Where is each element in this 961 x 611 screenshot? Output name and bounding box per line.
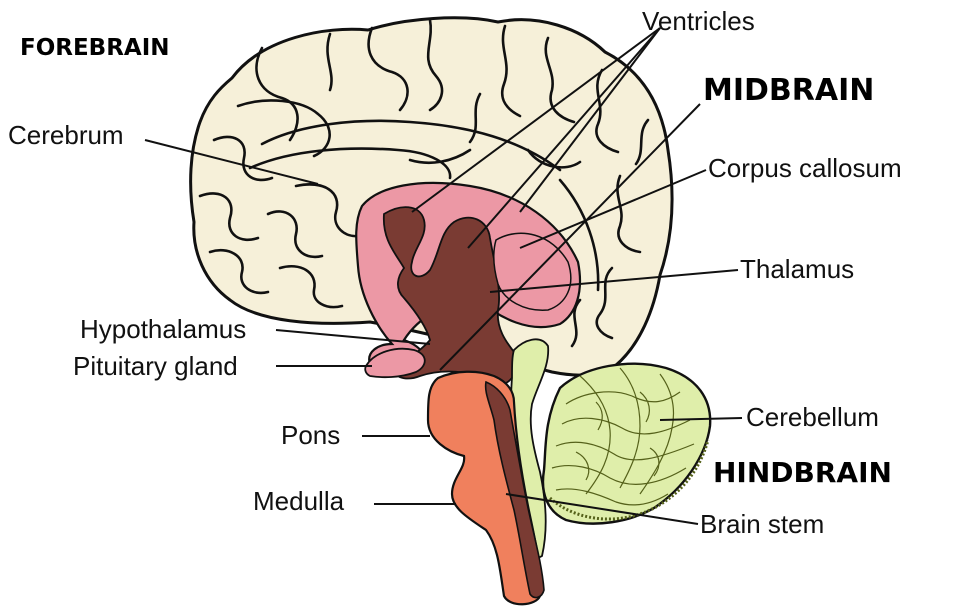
pituitary-gland-label: Pituitary gland xyxy=(73,351,238,381)
brain-stem-label: Brain stem xyxy=(700,509,824,539)
cerebellum-shape xyxy=(541,362,712,525)
midbrain-heading: MIDBRAIN xyxy=(703,73,874,108)
thalamus-label: Thalamus xyxy=(740,254,854,284)
forebrain-heading: FOREBRAIN xyxy=(20,35,170,61)
cerebellum-label: Cerebellum xyxy=(746,402,879,432)
hypothalamus-label: Hypothalamus xyxy=(80,314,246,344)
cerebrum-label: Cerebrum xyxy=(8,120,124,150)
ventricles-label: Ventricles xyxy=(642,6,755,36)
medulla-label: Medulla xyxy=(253,486,345,516)
cerebrum-sulci xyxy=(198,18,650,348)
hindbrain-heading: HINDBRAIN xyxy=(713,456,892,489)
pituitary-shape xyxy=(364,347,426,379)
corpus-callosum-label: Corpus callosum xyxy=(708,153,902,183)
leader-lines xyxy=(144,27,743,525)
pons-label: Pons xyxy=(281,420,340,450)
cerebellum-ridge xyxy=(548,439,710,521)
brain-stem-core-shape xyxy=(484,380,545,599)
cerebellum-folia xyxy=(551,367,695,506)
